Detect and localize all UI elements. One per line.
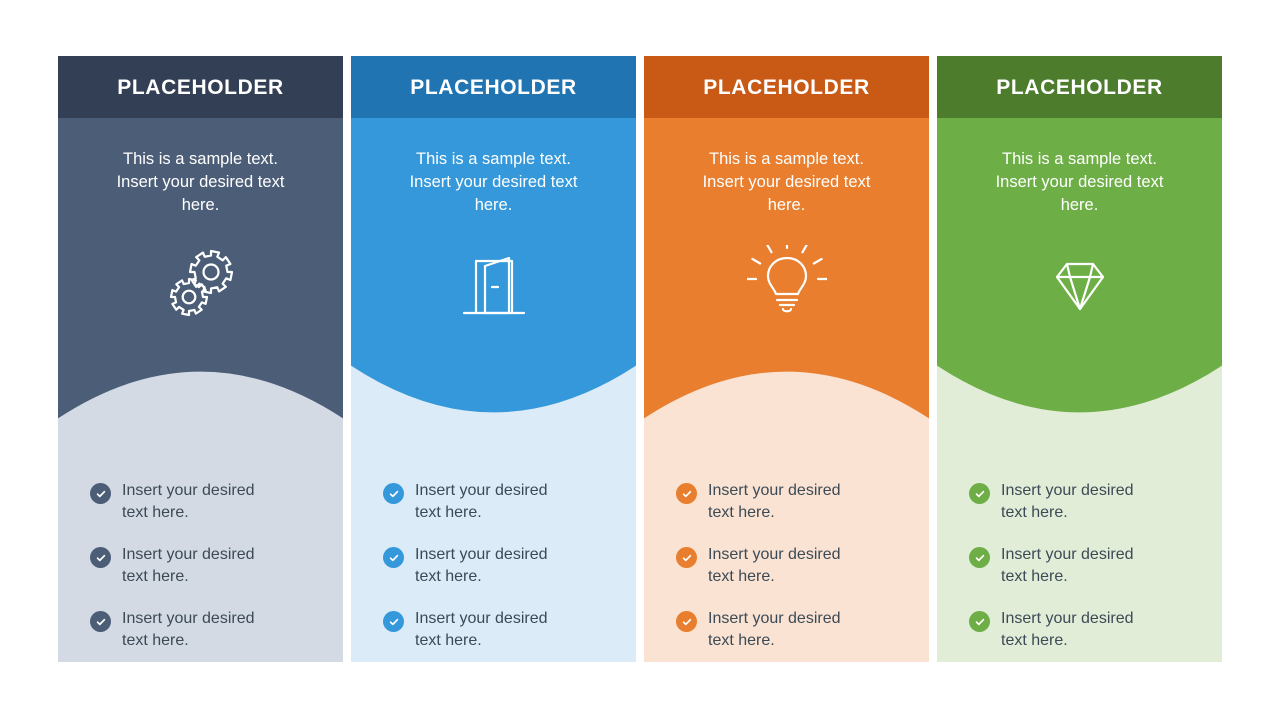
column-title: PLACEHOLDER bbox=[703, 75, 870, 99]
placeholder-columns: PLACEHOLDER This is a sample text. Insert… bbox=[58, 56, 1222, 662]
check-circle-icon bbox=[90, 483, 111, 504]
list-item[interactable]: Insert your desired text here. bbox=[676, 608, 911, 652]
column-top-panel: This is a sample text. Insert your desir… bbox=[58, 118, 343, 392]
list-item[interactable]: Insert your desired text here. bbox=[676, 544, 911, 588]
check-circle-icon bbox=[676, 483, 697, 504]
column-title: PLACEHOLDER bbox=[117, 75, 284, 99]
list-item-label: Insert your desired text here. bbox=[122, 482, 255, 521]
open-door-icon bbox=[448, 239, 540, 331]
column-header: PLACEHOLDER bbox=[937, 56, 1222, 118]
bullet-list: Insert your desired text here. Insert you… bbox=[58, 480, 343, 652]
check-circle-icon bbox=[676, 611, 697, 632]
column-header: PLACEHOLDER bbox=[58, 56, 343, 118]
list-item[interactable]: Insert your desired text here. bbox=[676, 480, 911, 524]
list-item[interactable]: Insert your desired text here. bbox=[969, 480, 1204, 524]
list-item-label: Insert your desired text here. bbox=[708, 610, 841, 649]
column-bottom-panel: Insert your desired text here. Insert you… bbox=[351, 392, 636, 662]
column-top-panel: This is a sample text. Insert your desir… bbox=[351, 118, 636, 392]
list-item[interactable]: Insert your desired text here. bbox=[90, 480, 325, 524]
placeholder-column[interactable]: PLACEHOLDER This is a sample text. Insert… bbox=[644, 56, 929, 662]
list-item-label: Insert your desired text here. bbox=[122, 546, 255, 585]
list-item-label: Insert your desired text here. bbox=[415, 482, 548, 521]
list-item-label: Insert your desired text here. bbox=[122, 610, 255, 649]
gears-icon bbox=[155, 239, 247, 331]
column-bottom-panel: Insert your desired text here. Insert you… bbox=[644, 392, 929, 662]
list-item-label: Insert your desired text here. bbox=[708, 546, 841, 585]
list-item-label: Insert your desired text here. bbox=[708, 482, 841, 521]
column-top-panel: This is a sample text. Insert your desir… bbox=[937, 118, 1222, 392]
bullet-list: Insert your desired text here. Insert you… bbox=[644, 480, 929, 652]
bullet-list: Insert your desired text here. Insert you… bbox=[937, 480, 1222, 652]
list-item[interactable]: Insert your desired text here. bbox=[90, 544, 325, 588]
list-item[interactable]: Insert your desired text here. bbox=[383, 608, 618, 652]
list-item-label: Insert your desired text here. bbox=[415, 610, 548, 649]
check-circle-icon bbox=[90, 547, 111, 568]
check-circle-icon bbox=[969, 611, 990, 632]
column-header: PLACEHOLDER bbox=[351, 56, 636, 118]
check-circle-icon bbox=[90, 611, 111, 632]
column-bottom-panel: Insert your desired text here. Insert you… bbox=[937, 392, 1222, 662]
list-item[interactable]: Insert your desired text here. bbox=[969, 544, 1204, 588]
check-circle-icon bbox=[383, 547, 404, 568]
column-bottom-panel: Insert your desired text here. Insert you… bbox=[58, 392, 343, 662]
column-description: This is a sample text. Insert your desir… bbox=[409, 150, 578, 214]
list-item[interactable]: Insert your desired text here. bbox=[90, 608, 325, 652]
placeholder-column[interactable]: PLACEHOLDER This is a sample text. Insert… bbox=[351, 56, 636, 662]
check-circle-icon bbox=[383, 611, 404, 632]
list-item-label: Insert your desired text here. bbox=[1001, 610, 1134, 649]
list-item-label: Insert your desired text here. bbox=[415, 546, 548, 585]
check-circle-icon bbox=[969, 547, 990, 568]
list-item-label: Insert your desired text here. bbox=[1001, 546, 1134, 585]
list-item[interactable]: Insert your desired text here. bbox=[969, 608, 1204, 652]
check-circle-icon bbox=[969, 483, 990, 504]
bullet-list: Insert your desired text here. Insert you… bbox=[351, 480, 636, 652]
placeholder-column[interactable]: PLACEHOLDER This is a sample text. Insert… bbox=[937, 56, 1222, 662]
column-title: PLACEHOLDER bbox=[410, 75, 577, 99]
column-description: This is a sample text. Insert your desir… bbox=[116, 150, 285, 214]
diamond-icon bbox=[1034, 239, 1126, 331]
list-item-label: Insert your desired text here. bbox=[1001, 482, 1134, 521]
column-description: This is a sample text. Insert your desir… bbox=[995, 150, 1164, 214]
placeholder-column[interactable]: PLACEHOLDER This is a sample text. Insert… bbox=[58, 56, 343, 662]
lightbulb-icon bbox=[741, 239, 833, 331]
column-top-panel: This is a sample text. Insert your desir… bbox=[644, 118, 929, 392]
list-item[interactable]: Insert your desired text here. bbox=[383, 480, 618, 524]
check-circle-icon bbox=[383, 483, 404, 504]
column-title: PLACEHOLDER bbox=[996, 75, 1163, 99]
column-header: PLACEHOLDER bbox=[644, 56, 929, 118]
list-item[interactable]: Insert your desired text here. bbox=[383, 544, 618, 588]
check-circle-icon bbox=[676, 547, 697, 568]
column-description: This is a sample text. Insert your desir… bbox=[702, 150, 871, 214]
